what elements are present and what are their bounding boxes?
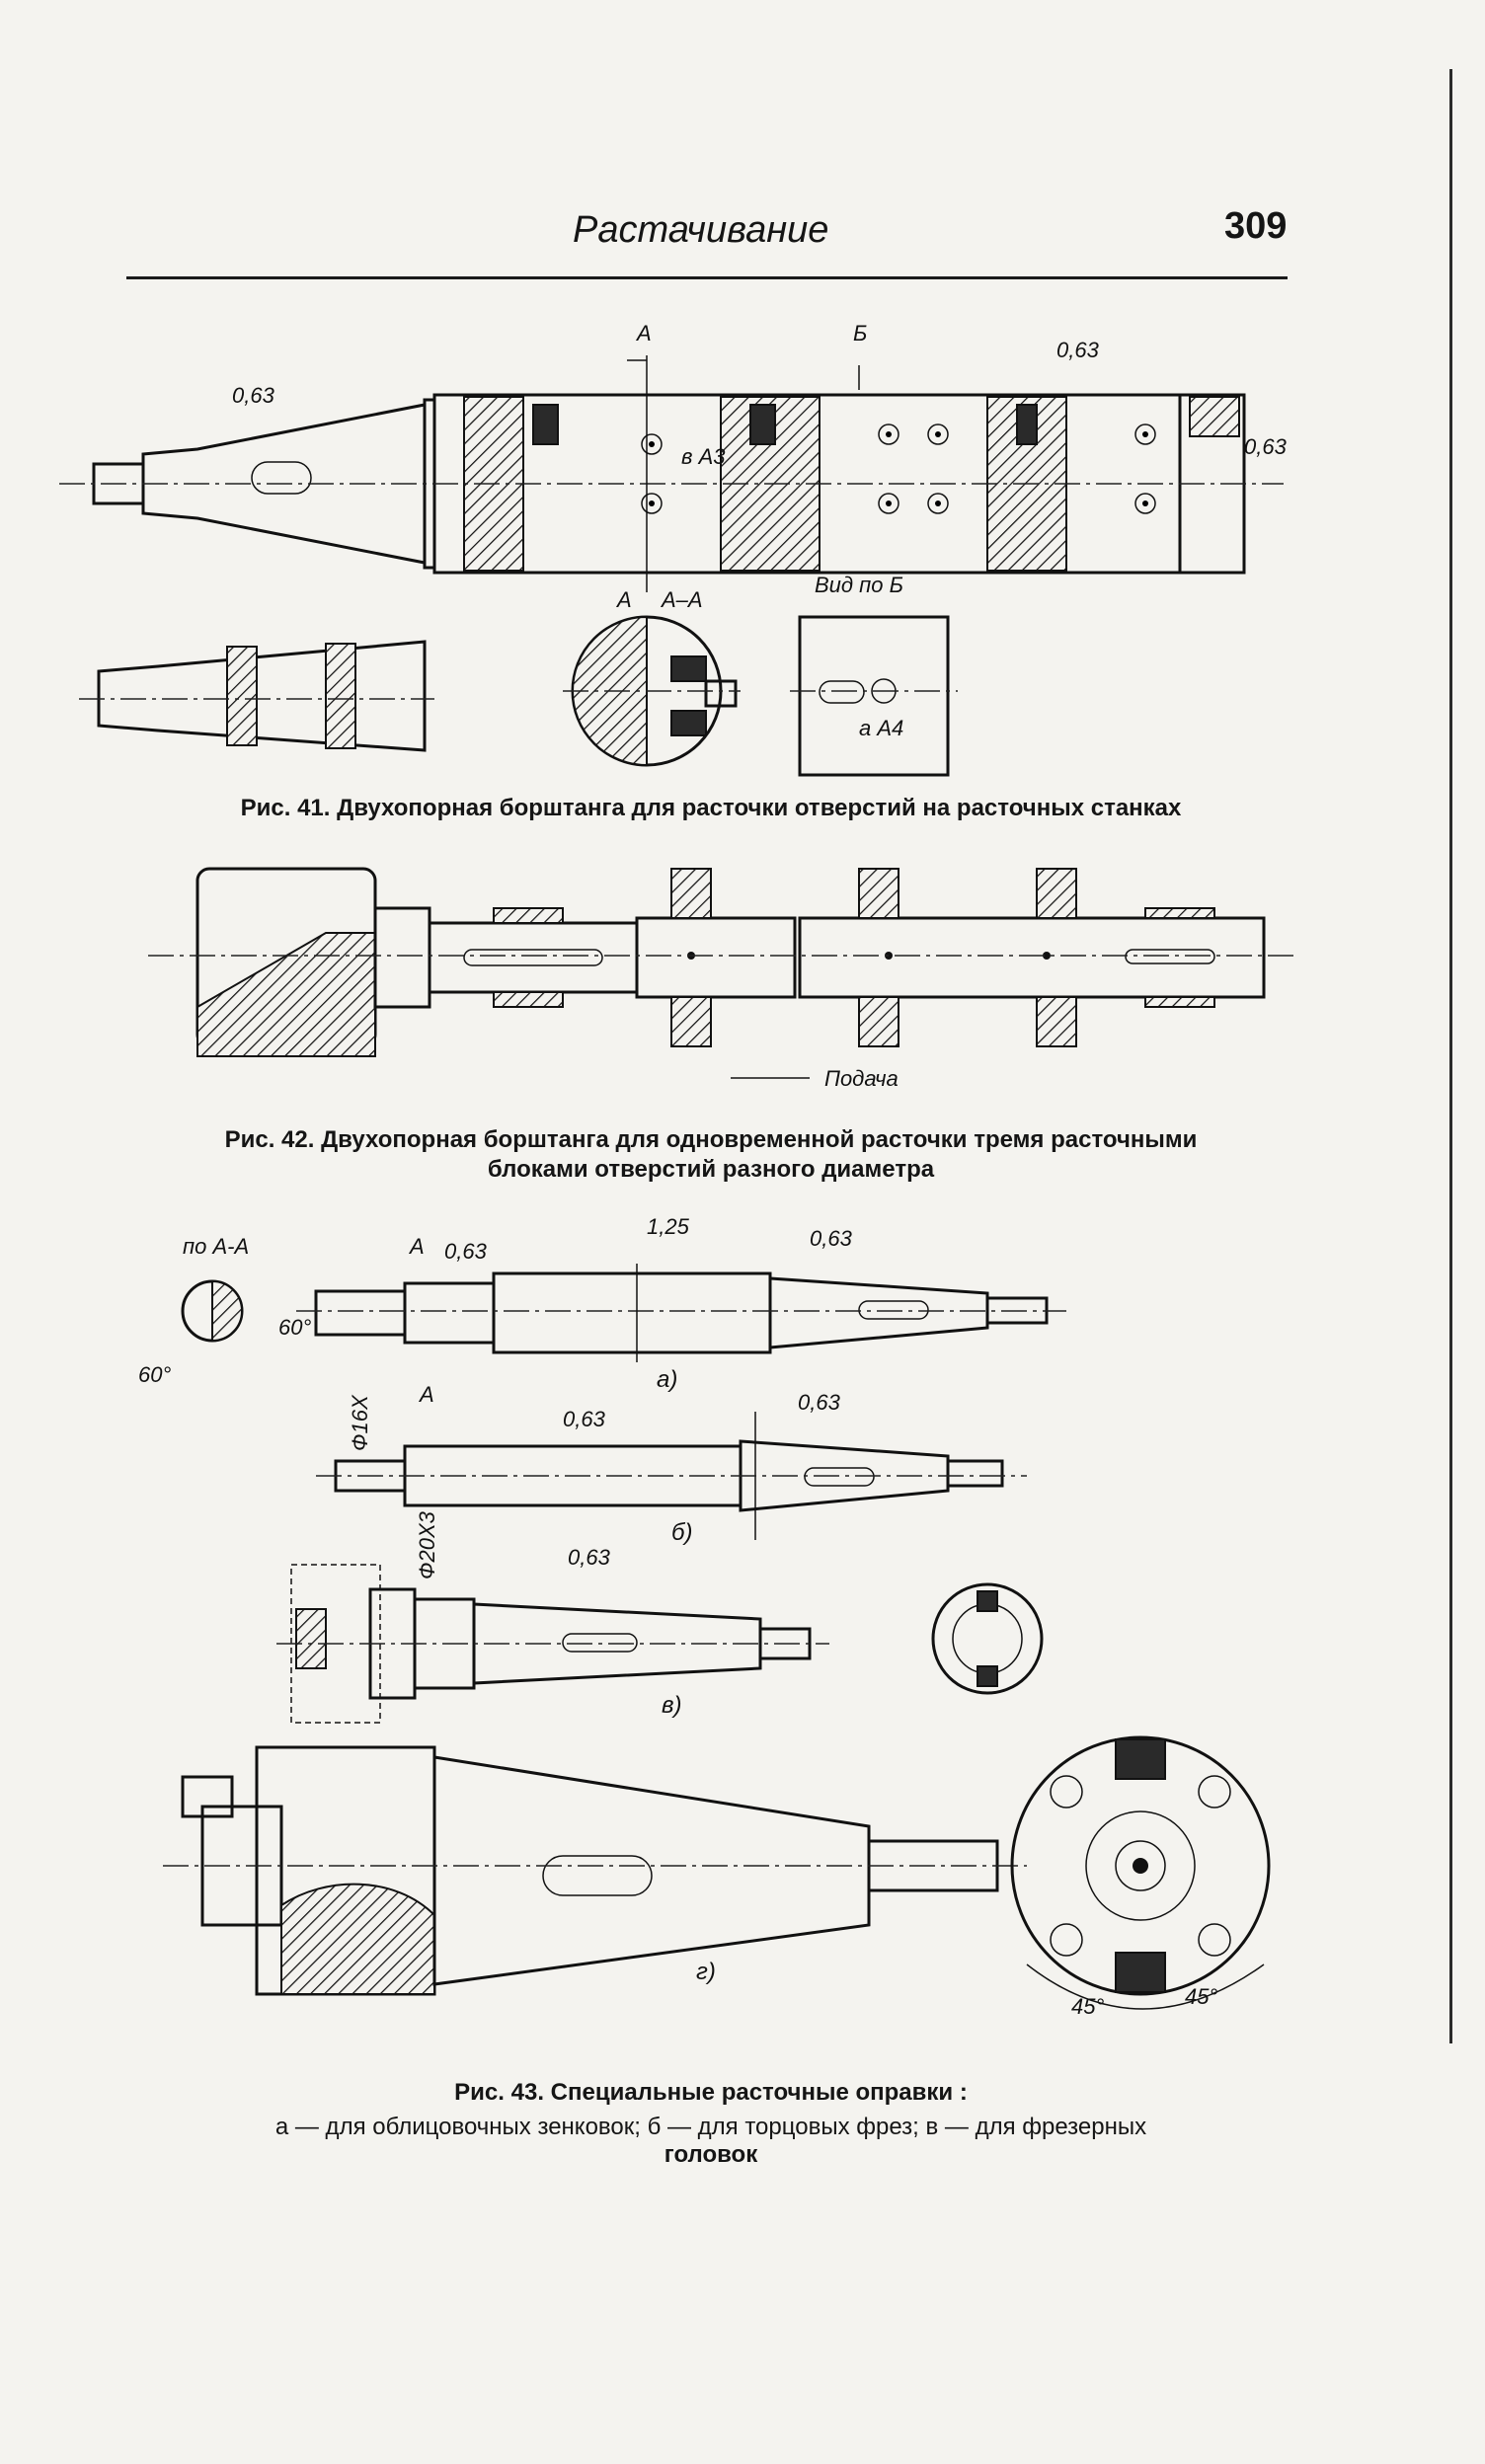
fig43a-roughness-2: 1,25 bbox=[647, 1214, 690, 1239]
figure-42-caption-line1: Рис. 42. Двухопорная борштанга для однов… bbox=[224, 1126, 1198, 1153]
fig43b-variant-label: б) bbox=[671, 1519, 693, 1546]
fig43a-angle-60-a: 60° bbox=[278, 1315, 311, 1340]
fig43a-mark-bottom: А bbox=[418, 1382, 434, 1407]
running-head: Растачивание bbox=[573, 209, 829, 251]
fig41-hole-markers bbox=[641, 424, 1156, 514]
page-edge-line bbox=[1449, 69, 1452, 2043]
fig43v-roughness: 0,63 bbox=[568, 1545, 611, 1570]
fig43v-drawing bbox=[276, 1564, 1044, 1724]
fig41-shank-detail bbox=[79, 640, 434, 752]
fig43b-roughness-1: 0,63 bbox=[563, 1407, 606, 1431]
fig43a-roughness-1: 0,63 bbox=[444, 1239, 488, 1264]
fig43a-drawing bbox=[181, 1264, 1066, 1362]
fig42-feed-label: Подача bbox=[824, 1066, 899, 1091]
fig41-section-mark-top: А bbox=[635, 321, 652, 346]
fig43b-drawing bbox=[316, 1412, 1027, 1540]
fig43a-angle-60-b: 60° bbox=[138, 1362, 171, 1387]
figure-42-caption-line2: блоками отверстий разного диаметра bbox=[487, 1156, 935, 1183]
fig41-dim-a3: в А3 bbox=[681, 444, 726, 469]
fig42-drawing bbox=[148, 867, 1293, 1079]
figure-43-caption-legend-line1: а — для облицовочных зенковок; б — для т… bbox=[274, 2114, 1147, 2140]
fig41-section-mark-bottom: А bbox=[615, 587, 632, 612]
fig43b-dia-16: Ф16Х bbox=[348, 1394, 372, 1451]
fig41-view-mark: Б bbox=[853, 321, 867, 346]
fig43g-angle-45-right: 45° bbox=[1185, 1984, 1217, 2009]
page-number: 309 bbox=[1224, 205, 1288, 247]
fig43v-variant-label: в) bbox=[662, 1692, 682, 1719]
fig41-dim-a4: а А4 bbox=[859, 716, 903, 740]
fig43b-dia-20: Ф20Х3 bbox=[415, 1510, 439, 1579]
figure-41-caption: Рис. 41. Двухопорная борштанга для расто… bbox=[240, 795, 1182, 821]
fig43a-roughness-3: 0,63 bbox=[810, 1226, 853, 1251]
fig43a-variant-label: а) bbox=[657, 1366, 677, 1393]
fig41-roughness-left: 0,63 bbox=[232, 383, 275, 408]
fig43a-section-label: по А-А bbox=[183, 1234, 249, 1259]
fig41-boring-bar bbox=[59, 355, 1284, 592]
fig43g-drawing bbox=[163, 1735, 1271, 2010]
fig43a-mark-top: А bbox=[408, 1234, 425, 1259]
fig41-section-title: А–А bbox=[660, 587, 703, 612]
fig41-section-aa bbox=[563, 615, 741, 767]
fig43g-angle-45-left: 45° bbox=[1071, 1994, 1104, 2019]
figure-43-caption-title: Рис. 43. Специальные расточные оправки : bbox=[454, 2079, 968, 2106]
fig41-view-b bbox=[790, 615, 958, 777]
fig41-roughness-end: 0,63 bbox=[1244, 434, 1288, 459]
header-rule bbox=[126, 276, 1288, 279]
fig43b-roughness-2: 0,63 bbox=[798, 1390, 841, 1415]
fig41-view-title: Вид по Б bbox=[815, 573, 903, 597]
figure-43-caption-legend-line2: головок bbox=[664, 2141, 758, 2168]
fig41-roughness-right: 0,63 bbox=[1056, 338, 1100, 362]
fig43g-variant-label: г) bbox=[696, 1959, 716, 1985]
